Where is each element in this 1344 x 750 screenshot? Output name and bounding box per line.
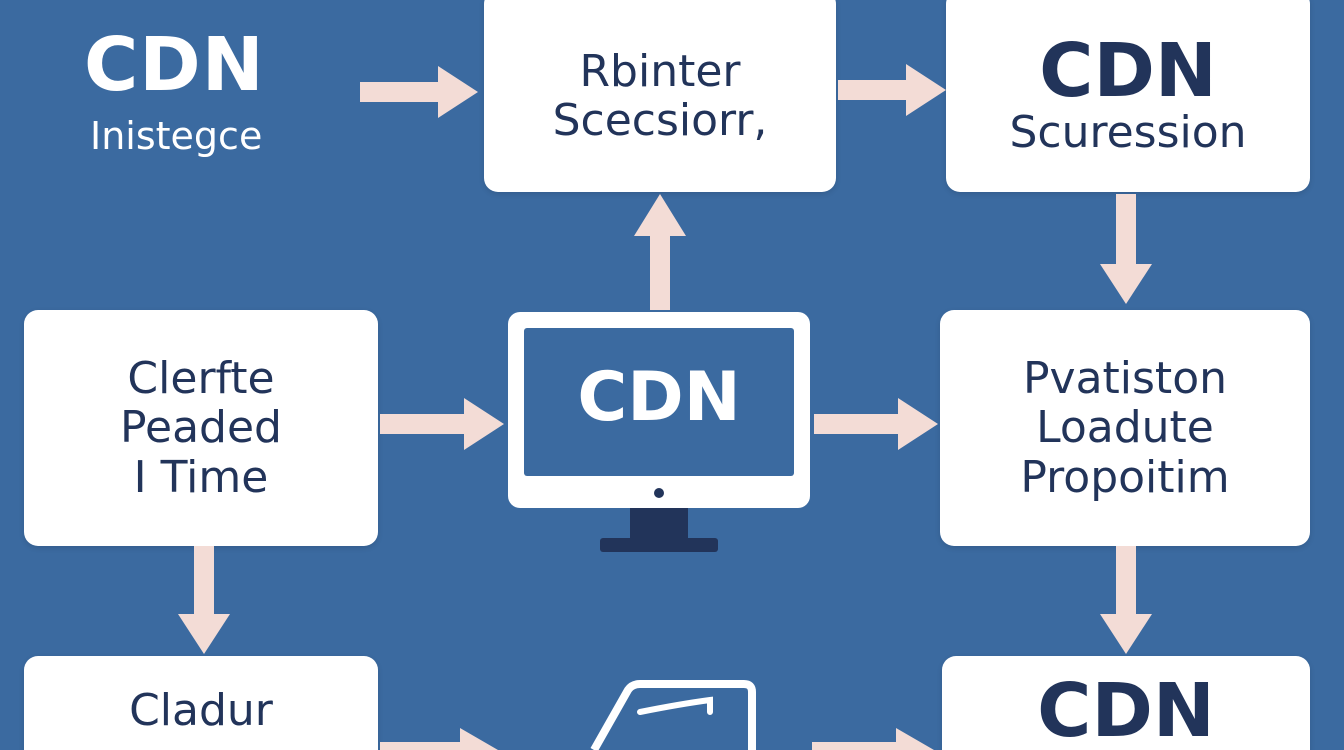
node-mid-left-line-1: Clerfte: [127, 353, 275, 405]
node-top-right: CDN Scuression: [946, 0, 1310, 192]
node-mid-right: Pvatiston Loadute Propoitim: [940, 310, 1310, 546]
node-bottom-right: CDN: [942, 656, 1310, 750]
node-bottom-left: Cladur: [24, 656, 378, 750]
arrow-top-right-down: [1100, 194, 1152, 304]
node-mid-left-line-3: I Time: [133, 451, 269, 503]
monitor-icon: [508, 312, 810, 552]
arrow-mid-left-down: [178, 546, 230, 654]
arrow-mid-right-down: [1100, 546, 1152, 654]
node-bottom-left-line-1: Cladur: [129, 685, 273, 736]
node-mid-right-line-3: Propoitim: [1020, 451, 1230, 503]
node-mid-center: CDN: [506, 310, 812, 560]
node-mid-right-line-2: Loadute: [1036, 402, 1214, 454]
arrow-center-up: [634, 194, 686, 310]
node-mid-left: Clerfte Peaded I Time: [24, 310, 378, 546]
node-bottom-right-title: CDN: [1037, 668, 1215, 750]
node-top-right-subtitle: Scuression: [1009, 107, 1247, 159]
arrow-document-to-bottom-right: [812, 728, 934, 750]
node-mid-right-line-1: Pvatiston: [1023, 353, 1227, 405]
header-subtitle: Inistegce: [90, 114, 263, 158]
document-icon: [590, 680, 756, 750]
arrow-bottom-left-to-document: [380, 728, 498, 750]
node-top-middle: Rbinter Scecsiorr,: [484, 0, 836, 192]
arrow-mid-left-to-center: [380, 398, 504, 450]
header-title: CDN: [84, 22, 265, 108]
node-mid-left-line-2: Peaded: [120, 402, 282, 454]
node-top-middle-line-2: Scecsiorr,: [552, 95, 768, 146]
arrow-top-middle-to-top-right: [838, 64, 946, 116]
node-top-middle-line-1: Rbinter: [579, 45, 741, 97]
arrow-header-to-top-middle: [360, 66, 478, 118]
arrow-center-to-mid-right: [814, 398, 938, 450]
node-top-right-title: CDN: [1039, 28, 1217, 115]
node-mid-center-label: CDN: [577, 358, 741, 437]
